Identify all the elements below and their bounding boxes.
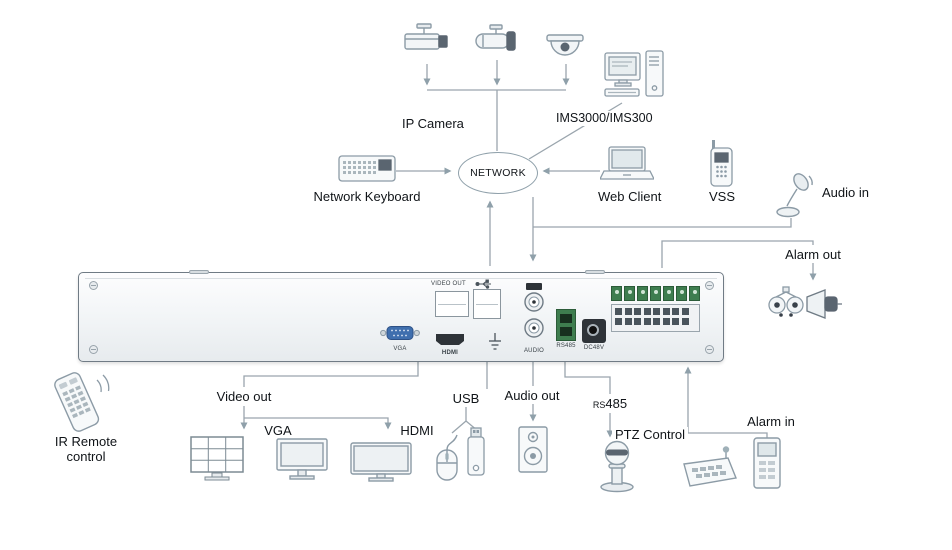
alarm-terminal-block xyxy=(611,304,700,332)
screw-icon xyxy=(89,281,98,290)
alarm-in-label: Alarm in xyxy=(740,414,802,429)
usb-drive-icon xyxy=(467,427,485,476)
ir-remote-label: IR Remote control xyxy=(50,434,122,464)
alarm-out-label: Alarm out xyxy=(781,247,845,262)
ptz-dome-camera-icon xyxy=(600,440,634,493)
hdmi-port-icon xyxy=(436,334,464,345)
ground-symbol-icon xyxy=(489,333,501,350)
widescreen-monitor-icon xyxy=(350,442,412,482)
horn-speaker-icon xyxy=(806,289,842,319)
box-camera-icon xyxy=(404,23,448,50)
web-client-label: Web Client xyxy=(598,189,662,204)
rs485-terminal-hole xyxy=(560,327,572,336)
rs485-terminal-hole xyxy=(560,314,572,323)
ip-camera-label: IP Camera xyxy=(402,116,488,131)
network-label: NETWORK xyxy=(470,167,526,179)
dc48v-port-label: DC48V xyxy=(583,345,605,351)
video-out-label: Video out xyxy=(212,389,276,404)
alarm-sensor-icon xyxy=(753,437,781,489)
microphone-icon xyxy=(776,173,813,218)
small-port xyxy=(526,283,542,290)
network-keyboard-icon xyxy=(338,155,396,182)
video-out-port-label: VIDEO OUT xyxy=(431,281,466,287)
rs485-port-label: RS485 xyxy=(556,343,576,349)
dc48v-port xyxy=(582,319,606,343)
audio-out-label: Audio out xyxy=(500,388,564,403)
video-wall-monitor-icon xyxy=(190,436,244,481)
rs485-label-number: 485 xyxy=(605,396,628,411)
ir-remote-icon xyxy=(54,372,110,432)
usb-symbol-icon xyxy=(475,279,491,289)
panel-tab-right xyxy=(585,270,605,274)
ir-remote-label-line2: control xyxy=(66,449,106,464)
ir-remote-label-line1: IR Remote xyxy=(54,434,118,449)
ims-label: IMS3000/IMS300 xyxy=(556,111,676,126)
bullet-camera-icon xyxy=(475,24,516,51)
alarm-terminal-row xyxy=(611,286,700,301)
alarm-bell-icon xyxy=(768,286,804,317)
vga-label: VGA xyxy=(258,423,298,438)
vga-port-label: VGA xyxy=(393,346,407,352)
audio-port-label: AUDIO xyxy=(523,348,544,354)
screw-icon xyxy=(89,345,98,354)
laptop-icon xyxy=(600,146,654,180)
network-keyboard-label: Network Keyboard xyxy=(300,189,434,204)
ptz-control-label: PTZ Control xyxy=(612,427,688,442)
mobile-phone-icon xyxy=(710,140,733,187)
panel-tab-left xyxy=(189,270,209,274)
screw-icon xyxy=(705,345,714,354)
vga-port-icon xyxy=(380,326,420,340)
nvr-front-panel: VIDEO OUT VGA HDMI xyxy=(78,270,724,362)
speaker-icon xyxy=(518,426,548,473)
usb-label: USB xyxy=(446,391,486,406)
screw-icon xyxy=(705,281,714,290)
panel-top-line xyxy=(85,278,717,279)
audio-jacks-icon xyxy=(524,292,544,338)
vss-label: VSS xyxy=(706,189,738,204)
workstation-icon xyxy=(604,50,664,97)
mouse-icon xyxy=(436,434,458,481)
usb-ports xyxy=(473,289,501,319)
hdmi-port-label: HDMI xyxy=(441,350,459,356)
rs485-label-prefix: RS xyxy=(592,400,606,410)
ptz-keyboard-icon xyxy=(683,446,737,487)
audio-in-label: Audio in xyxy=(822,185,882,200)
hdmi-label: HDMI xyxy=(394,423,440,438)
dome-camera-icon xyxy=(546,34,584,56)
rs485-label: RS485 xyxy=(584,396,636,413)
network-cloud: NETWORK xyxy=(458,152,538,194)
video-out-port xyxy=(435,291,469,317)
monitor-icon xyxy=(276,438,328,480)
